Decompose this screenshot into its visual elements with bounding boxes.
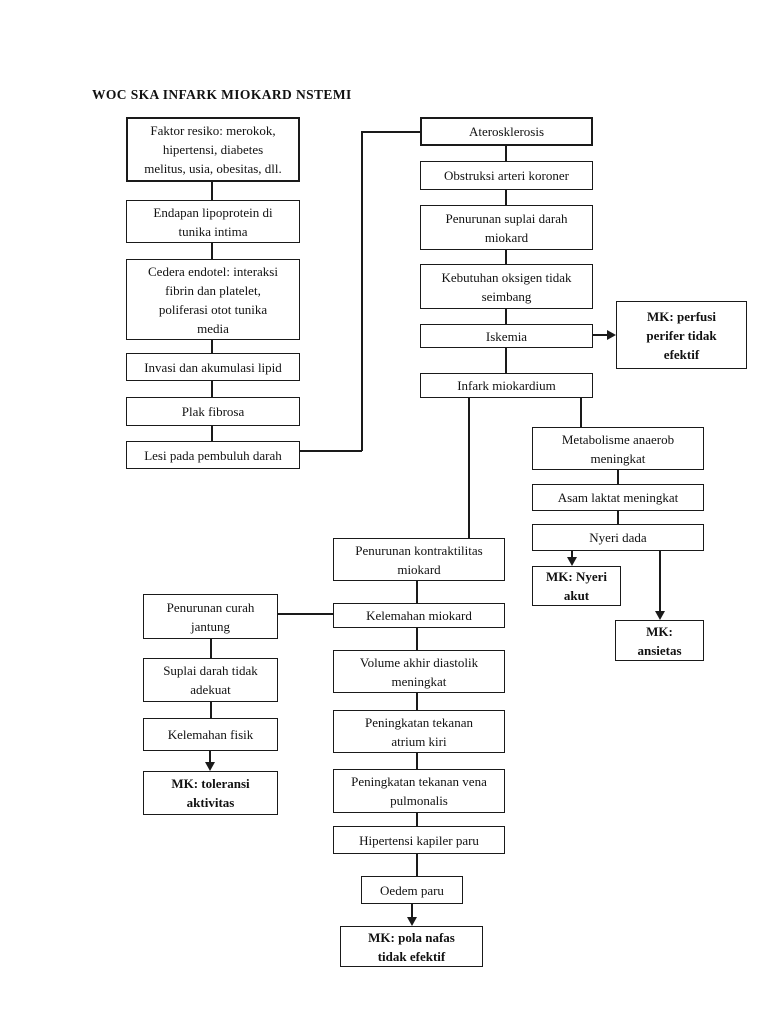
- node-mk-perfusi-perifer: MK: perfusi perifer tidak efektif: [616, 301, 747, 369]
- connector-line: [416, 854, 418, 876]
- connector-line: [505, 190, 507, 205]
- node-asam-laktat: Asam laktat meningkat: [532, 484, 704, 511]
- node-peningkatan-atrium: Peningkatan tekanan atrium kiri: [333, 710, 505, 753]
- arrowhead-icon: [407, 917, 417, 926]
- connector-line: [210, 702, 212, 718]
- node-nyeri-dada: Nyeri dada: [532, 524, 704, 551]
- connector-line: [278, 613, 333, 615]
- node-mk-pola-nafas: MK: pola nafas tidak efektif: [340, 926, 483, 967]
- connector-line: [211, 243, 213, 259]
- connector-line: [505, 250, 507, 264]
- node-mk-ansietas: MK: ansietas: [615, 620, 704, 661]
- node-mk-nyeri-akut: MK: Nyeri akut: [532, 566, 621, 606]
- node-penurunan-curah: Penurunan curah jantung: [143, 594, 278, 639]
- connector-line: [468, 398, 470, 538]
- node-plak-fibrosa: Plak fibrosa: [126, 397, 300, 426]
- node-cedera-endotel: Cedera endotel: interaksi fibrin dan pla…: [126, 259, 300, 340]
- node-obstruksi-arteri: Obstruksi arteri koroner: [420, 161, 593, 190]
- connector-line: [659, 551, 661, 612]
- node-oedem-paru: Oedem paru: [361, 876, 463, 904]
- connector-line: [211, 381, 213, 397]
- node-lesi-pembuluh: Lesi pada pembuluh darah: [126, 441, 300, 469]
- connector-line: [580, 398, 582, 427]
- connector-line: [361, 131, 363, 451]
- node-endapan-lipoprotein: Endapan lipoprotein di tunika intima: [126, 200, 300, 243]
- connector-line: [416, 813, 418, 826]
- node-kebutuhan-oksigen: Kebutuhan oksigen tidak seimbang: [420, 264, 593, 309]
- connector-line: [416, 581, 418, 603]
- node-kelemahan-fisik: Kelemahan fisik: [143, 718, 278, 751]
- node-aterosklerosis: Aterosklerosis: [420, 117, 593, 146]
- connector-line: [416, 693, 418, 710]
- connector-line: [571, 551, 573, 559]
- node-faktor-resiko: Faktor resiko: merokok, hipertensi, diab…: [126, 117, 300, 182]
- connector-line: [209, 751, 211, 763]
- node-metabolisme-anaerob: Metabolisme anaerob meningkat: [532, 427, 704, 470]
- node-infark-miokardium: Infark miokardium: [420, 373, 593, 398]
- connector-line: [300, 450, 362, 452]
- node-suplai-darah: Suplai darah tidak adekuat: [143, 658, 278, 702]
- connector-line: [593, 334, 608, 336]
- node-mk-toleransi-aktivitas: MK: toleransi aktivitas: [143, 771, 278, 815]
- node-iskemia: Iskemia: [420, 324, 593, 348]
- connector-line: [210, 639, 212, 658]
- connector-line: [416, 628, 418, 650]
- node-peningkatan-vena: Peningkatan tekanan vena pulmonalis: [333, 769, 505, 813]
- connector-line: [211, 340, 213, 353]
- node-invasi-lipid: Invasi dan akumulasi lipid: [126, 353, 300, 381]
- arrowhead-icon: [655, 611, 665, 620]
- connector-line: [505, 309, 507, 324]
- connector-line: [505, 348, 507, 373]
- node-penurunan-suplai: Penurunan suplai darah miokard: [420, 205, 593, 250]
- arrowhead-icon: [607, 330, 616, 340]
- connector-line: [362, 131, 420, 133]
- arrowhead-icon: [567, 557, 577, 566]
- node-penurunan-kontraktilitas: Penurunan kontraktilitas miokard: [333, 538, 505, 581]
- connector-line: [617, 511, 619, 525]
- connector-line: [211, 426, 213, 441]
- arrowhead-icon: [205, 762, 215, 771]
- node-hipertensi-kapiler: Hipertensi kapiler paru: [333, 826, 505, 854]
- connector-line: [617, 470, 619, 484]
- node-kelemahan-miokard: Kelemahan miokard: [333, 603, 505, 628]
- connector-line: [505, 146, 507, 161]
- page-title: WOC SKA INFARK MIOKARD NSTEMI: [92, 87, 352, 102]
- node-volume-akhir-diastolik: Volume akhir diastolik meningkat: [333, 650, 505, 693]
- connector-line: [416, 753, 418, 769]
- connector-line: [411, 904, 413, 918]
- connector-line: [211, 182, 213, 200]
